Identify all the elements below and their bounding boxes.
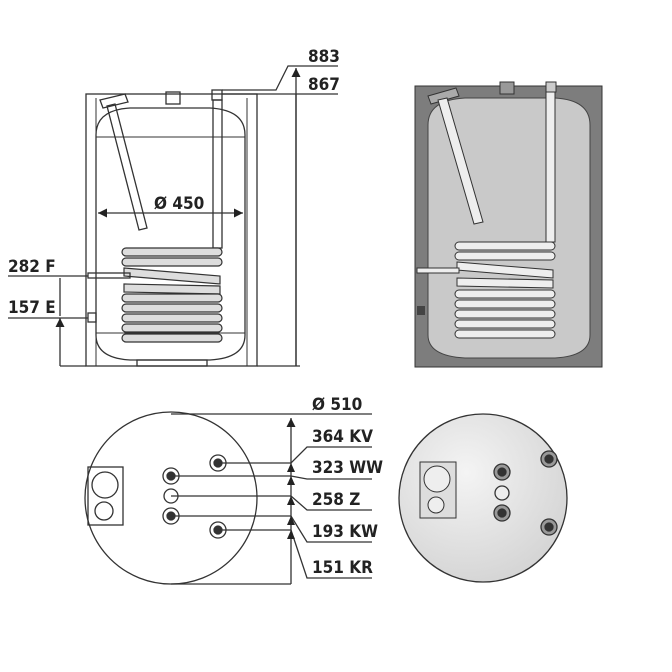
tank-diameter-label: Ø 450 (154, 194, 204, 214)
height-883-label: 883 (308, 47, 340, 67)
plan-diameter-label: Ø 510 (312, 395, 362, 415)
top-view-line-drawing (84, 411, 258, 585)
heat-exchanger-coil (121, 247, 223, 343)
top-view-shaded (398, 413, 568, 583)
port-e-label: 157 E (8, 298, 56, 318)
port-kr-label: 151 KR (312, 558, 373, 578)
height-867-label: 867 (308, 75, 340, 95)
port-f-label: 282 F (8, 257, 56, 277)
port-z-label: 258 Z (312, 490, 360, 510)
side-view-line-drawing (85, 89, 258, 367)
port-kw-label: 193 KW (312, 522, 378, 542)
side-view-shaded (414, 81, 603, 368)
port-ww-label: 323 WW (312, 458, 383, 478)
port-kv-label: 364 KV (312, 427, 373, 447)
